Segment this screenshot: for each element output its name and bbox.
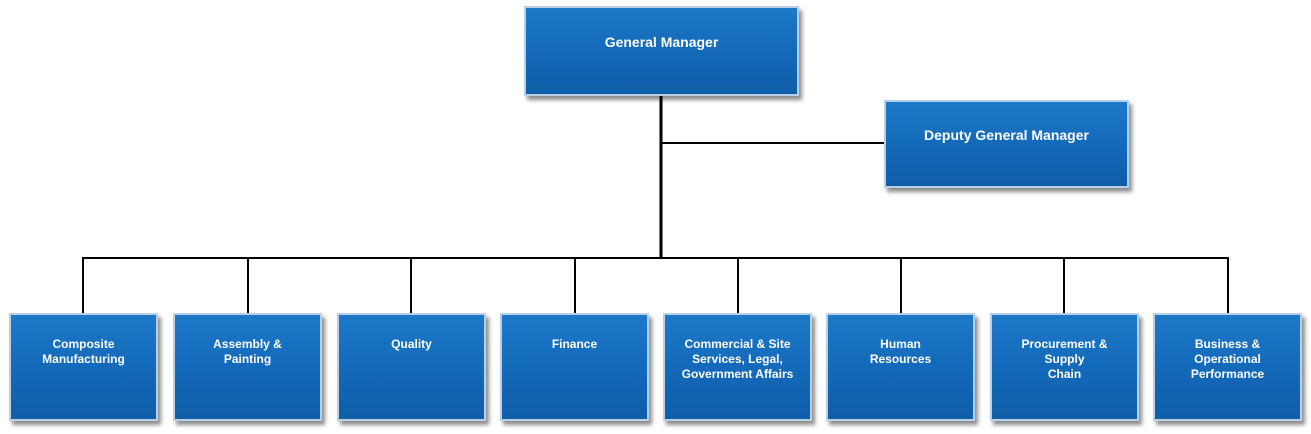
department-box-quality: Quality: [337, 313, 486, 421]
department-label: Business & Operational Performance: [1190, 337, 1265, 381]
department-label: Composite Manufacturing: [42, 337, 125, 366]
department-label: Assembly & Painting: [213, 337, 282, 366]
department-box-finance: Finance: [500, 313, 649, 421]
department-box-composite-manufacturing: Composite Manufacturing: [9, 313, 158, 421]
department-box-assembly-painting: Assembly & Painting: [173, 313, 322, 421]
department-box-commercial-site-services: Commercial & Site Services, Legal, Gover…: [663, 313, 812, 421]
department-label: Procurement & Supply Chain: [1021, 337, 1108, 381]
department-box-procurement-supply-chain: Procurement & Supply Chain: [990, 313, 1139, 421]
department-label: Human Resources: [869, 337, 932, 366]
department-label: Commercial & Site Services, Legal, Gover…: [681, 337, 794, 381]
department-drop-lines: [82, 257, 1229, 313]
general-manager-box: General Manager: [524, 6, 799, 96]
department-box-human-resources: Human Resources: [826, 313, 975, 421]
department-label: Quality: [391, 337, 432, 351]
deputy-general-manager-label: Deputy General Manager: [924, 127, 1089, 143]
department-box-business-operational-performance: Business & Operational Performance: [1153, 313, 1302, 421]
department-label: Finance: [551, 337, 598, 351]
deputy-general-manager-box: Deputy General Manager: [884, 100, 1129, 188]
general-manager-label: General Manager: [604, 34, 719, 50]
